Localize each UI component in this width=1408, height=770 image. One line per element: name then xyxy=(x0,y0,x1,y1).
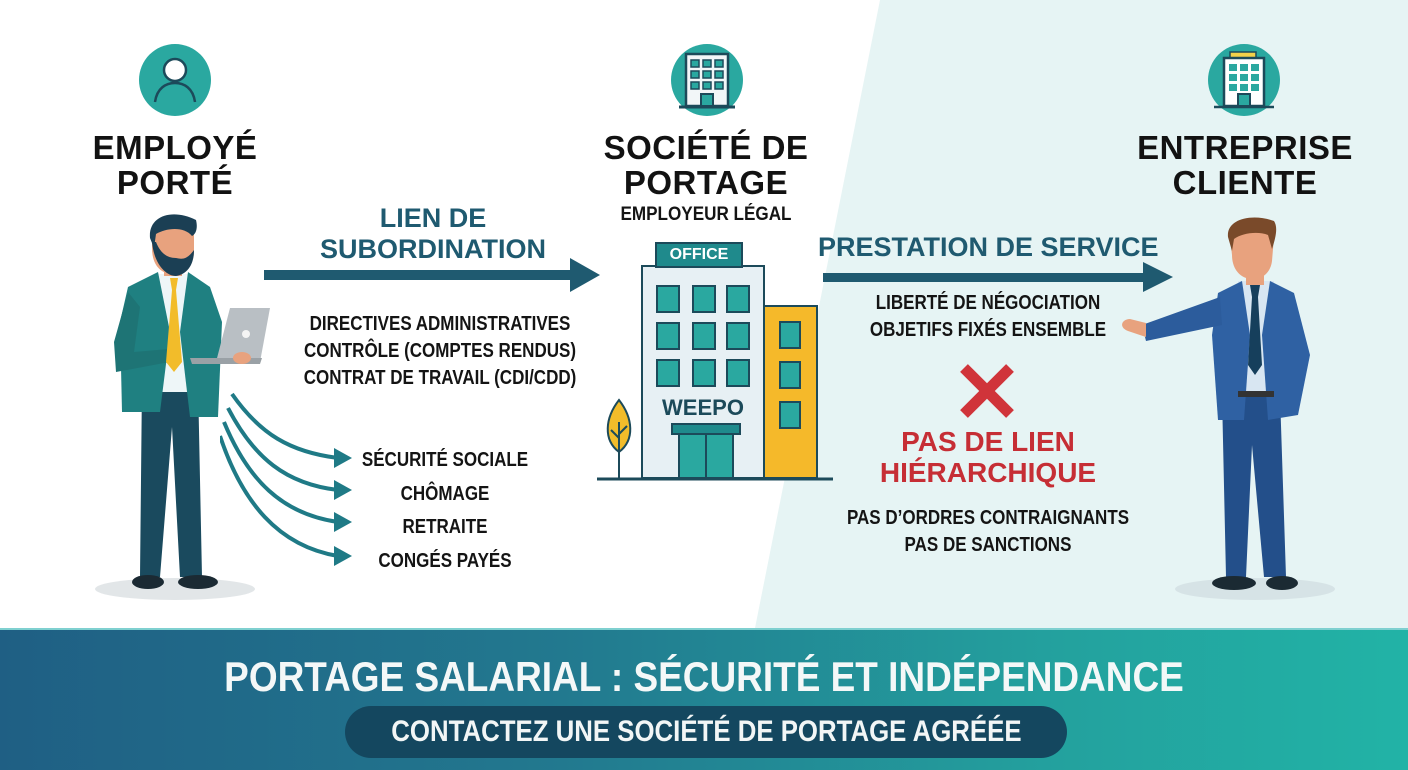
service-item: OBJETIFS FIXÉS ENSEMBLE xyxy=(869,319,1107,341)
portage-company-title: SOCIÉTÉ DE PORTAGE xyxy=(590,130,822,200)
office-building-illustration: OFFICE WEEPO xyxy=(597,240,837,485)
client-figure-illustration xyxy=(1122,217,1310,590)
portage-title-line2: PORTAGE xyxy=(623,164,789,201)
subordination-arrow-icon xyxy=(264,258,600,292)
cross-icon xyxy=(960,364,1014,418)
no-hierarchy-item: PAS DE SANCTIONS xyxy=(904,534,1072,556)
portage-title-line1: SOCIÉTÉ DE xyxy=(603,129,809,166)
service-item: LIBERTÉ DE NÉGOCIATION xyxy=(875,292,1101,314)
employee-figure-illustration xyxy=(114,214,270,589)
subordination-label-line2: SUBORDINATION xyxy=(320,234,546,264)
person-icon xyxy=(139,44,211,116)
subordination-item: CONTRAT DE TRAVAIL (CDI/CDD) xyxy=(303,367,577,389)
subordination-items: DIRECTIVES ADMINISTRATIVES CONTRÔLE (COM… xyxy=(270,311,610,392)
benefits-list: SÉCURITÉ SOCIALE CHÔMAGE RETRAITE CONGÉS… xyxy=(345,444,545,578)
contact-cta-button[interactable]: CONTACTEZ UNE SOCIÉTÉ DE PORTAGE AGRÉÉE xyxy=(345,706,1067,758)
weepo-brand-label: WEEPO xyxy=(662,395,744,420)
employee-title-line1: EMPLOYÉ xyxy=(92,129,258,166)
benefit-arrows-icon xyxy=(220,392,352,566)
no-hierarchy-title-line1: PAS DE LIEN xyxy=(901,426,1075,457)
subordination-item: DIRECTIVES ADMINISTRATIVES xyxy=(309,313,571,335)
legal-employer-subtitle: EMPLOYEUR LÉGAL xyxy=(620,204,792,225)
no-hierarchy-items: PAS D’ORDRES CONTRAIGNANTS PAS DE SANCTI… xyxy=(818,505,1158,559)
subordination-label-line1: LIEN DE xyxy=(379,203,487,233)
benefit-item: CONGÉS PAYÉS xyxy=(378,549,512,572)
footer-banner: PORTAGE SALARIAL : SÉCURITÉ ET INDÉPENDA… xyxy=(0,628,1408,770)
benefit-item: RETRAITE xyxy=(402,516,488,538)
client-title-line2: CLIENTE xyxy=(1172,164,1318,201)
employee-title: EMPLOYÉ PORTÉ xyxy=(70,130,280,200)
office-building-icon xyxy=(1208,44,1280,116)
service-items: LIBERTÉ DE NÉGOCIATION OBJETIFS FIXÉS EN… xyxy=(818,290,1158,344)
client-company-title: ENTREPRISE CLIENTE xyxy=(1130,130,1360,200)
cta-label: CONTACTEZ UNE SOCIÉTÉ DE PORTAGE AGRÉÉE xyxy=(390,715,1022,748)
building-icon xyxy=(671,44,743,116)
service-label: PRESTATION DE SERVICE xyxy=(818,232,1159,262)
banner-title: PORTAGE SALARIAL : SÉCURITÉ ET INDÉPENDA… xyxy=(224,653,1184,700)
subordination-label: LIEN DE SUBORDINATION xyxy=(298,203,568,265)
no-hierarchy-item: PAS D’ORDRES CONTRAIGNANTS xyxy=(846,507,1130,529)
service-arrow-icon xyxy=(823,262,1173,292)
employee-title-line2: PORTÉ xyxy=(116,164,234,201)
no-hierarchy-title-line2: HIÉRARCHIQUE xyxy=(879,457,1097,488)
client-title-line1: ENTREPRISE xyxy=(1137,129,1353,166)
no-hierarchy-title: PAS DE LIEN HIÉRARCHIQUE xyxy=(848,426,1128,488)
benefit-item: SÉCURITÉ SOCIALE xyxy=(361,449,529,471)
office-sign: OFFICE xyxy=(669,246,729,263)
benefit-item: CHÔMAGE xyxy=(400,482,490,505)
subordination-item: CONTRÔLE (COMPTES RENDUS) xyxy=(304,340,576,362)
